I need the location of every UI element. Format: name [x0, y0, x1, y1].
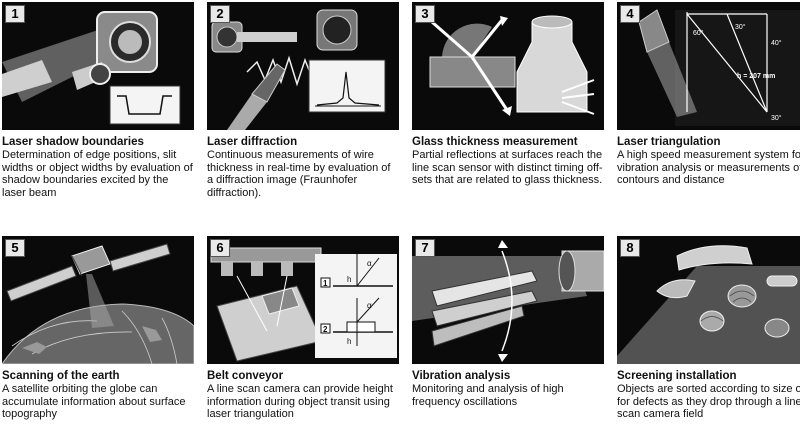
- card-number: 6: [210, 239, 230, 257]
- vibration-illustration: [412, 240, 604, 362]
- illustration-glass-thickness: 3: [412, 2, 604, 130]
- card-number: 3: [415, 5, 435, 23]
- screening-illustration: [617, 245, 800, 364]
- card-title: Laser triangulation: [617, 136, 721, 148]
- card-laser-shadow: 1 Laser shadow boundaries Determination …: [2, 2, 194, 199]
- step-2-label: 2: [323, 325, 328, 334]
- satellite-globe-illustration: [2, 243, 194, 364]
- card-description: A high speed measurement system for vibr…: [617, 149, 800, 186]
- card-title: Scanning of the earth: [2, 370, 120, 382]
- card-title: Belt conveyor: [207, 370, 284, 382]
- card-number: 5: [5, 239, 25, 257]
- card-belt-conveyor: 6 1 α h 2: [207, 236, 399, 421]
- laser-shadow-illustration: [2, 11, 181, 125]
- card-number: 7: [415, 239, 435, 257]
- illustration-vibration-analysis: 7: [412, 236, 604, 364]
- illustration-laser-triangulation: 4 60° 30° 40° h = 207 mm 30°: [617, 2, 800, 130]
- angle-label-60: 60°: [693, 29, 704, 37]
- step-1-label: 1: [323, 279, 328, 288]
- height-label: h = 207 mm: [737, 73, 775, 80]
- card-title: Laser diffraction: [207, 136, 298, 148]
- glass-thickness-illustration: [429, 15, 595, 116]
- card-laser-triangulation: 4 60° 30° 40° h = 207 mm 30° Laser trian…: [617, 2, 800, 187]
- card-title: Screening installation: [617, 370, 737, 382]
- angle-label-30-top: 30°: [735, 23, 746, 31]
- card-description: Continuous measurements of wire thicknes…: [207, 149, 391, 199]
- h-2-label: h: [347, 337, 351, 346]
- angle-label-40: 40°: [771, 39, 782, 47]
- card-number: 4: [620, 5, 640, 23]
- illustration-laser-shadow: 1: [2, 2, 194, 130]
- card-title: Laser shadow boundaries: [2, 136, 144, 148]
- laser-triangulation-illustration: 60° 30° 40° h = 207 mm 30°: [638, 9, 800, 126]
- card-scanning-earth: 5 Scanning of the earth A satellite orbi…: [2, 236, 194, 421]
- card-glass-thickness: 3 Glass thickness measurement Partial re…: [412, 2, 604, 187]
- laser-diffraction-illustration: [211, 9, 386, 130]
- illustration-scanning-earth: 5: [2, 236, 194, 364]
- card-description: Monitoring and analysis of high frequenc…: [412, 383, 564, 408]
- card-number: 1: [5, 5, 25, 23]
- card-title: Vibration analysis: [412, 370, 511, 382]
- card-vibration-analysis: 7 Vibration analysis Monitoring and anal…: [412, 236, 604, 408]
- card-title: Glass thickness measurement: [412, 136, 578, 148]
- alpha-1-label: α: [367, 259, 372, 268]
- card-number: 2: [210, 5, 230, 23]
- illustration-screening-installation: 8: [617, 236, 800, 364]
- card-description: Objects are sorted according to size or …: [617, 383, 800, 420]
- h-1-label: h: [347, 275, 351, 284]
- illustration-laser-diffraction: 2: [207, 2, 399, 130]
- belt-conveyor-illustration: 1 α h 2 α h: [210, 247, 397, 362]
- card-screening-installation: 8 Screening installation Objects are sor…: [617, 236, 800, 421]
- illustration-belt-conveyor: 6 1 α h 2: [207, 236, 399, 364]
- card-description: Partial reflections at surfaces reach th…: [412, 149, 603, 186]
- card-description: Determination of edge positions, slit wi…: [2, 149, 193, 199]
- card-description: A satellite orbiting the globe can accum…: [2, 383, 186, 420]
- card-description: A line scan camera can provide height in…: [207, 383, 393, 420]
- card-laser-diffraction: 2 Laser diffraction Continuous measureme…: [207, 2, 399, 199]
- alpha-2-label: α: [367, 301, 372, 310]
- angle-label-30-bottom: 30°: [771, 114, 782, 122]
- card-number: 8: [620, 239, 640, 257]
